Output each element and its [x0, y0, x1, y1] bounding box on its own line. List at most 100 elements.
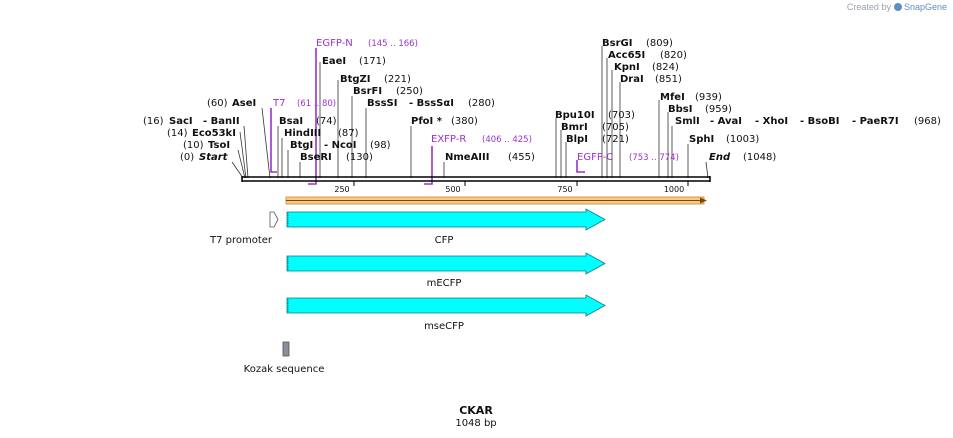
site-eaei: EaeI	[322, 56, 346, 67]
sites-left: (60) AseI (16) SacI - BanII (14) Eco53kI…	[143, 98, 256, 163]
ruler-tick-500: 500	[445, 185, 460, 194]
credit-prefix: Created by	[846, 2, 891, 12]
site-bsai: BsaI	[279, 116, 303, 127]
site-pos: (705)	[602, 122, 629, 133]
site-smli: SmlI	[675, 116, 700, 127]
leader-end	[705, 161, 709, 179]
primer-t7-range: (61 .. 80)	[297, 99, 336, 109]
site-sphi: SphI	[689, 134, 714, 145]
feature-arrows: CFP mECFP mseCFP	[286, 208, 606, 332]
site-pos: (809)	[646, 38, 673, 49]
site-pos: (130)	[346, 152, 373, 163]
site-pos: (60)	[207, 98, 228, 109]
site-bseri: BseRI	[300, 152, 332, 163]
site-banii: - BanII	[203, 116, 240, 127]
snapgene-logo-icon	[893, 3, 902, 11]
site-bsrgi: BsrGI	[602, 38, 632, 49]
site-tsoi: TsoI	[208, 140, 230, 151]
site-btgi: BtgI	[290, 140, 313, 151]
site-pos: (824)	[652, 62, 679, 73]
sequence-length: 1048 bp	[455, 418, 496, 429]
dna-backbone	[241, 176, 711, 186]
site-pos: (10)	[183, 140, 204, 151]
ruler-tick-1000: 1000	[664, 185, 684, 194]
site-pos: (380)	[451, 116, 478, 127]
site-pos: (16)	[143, 116, 164, 127]
primer-t7-label: T7	[272, 98, 285, 109]
site-pos: (87)	[338, 128, 359, 139]
site-paer7i: - PaeR7I	[852, 116, 899, 127]
kozak-feature: Kozak sequence	[244, 341, 325, 375]
orf-bar	[285, 196, 707, 205]
site-pos: (221)	[384, 74, 411, 85]
leader-eco53ki	[239, 131, 247, 179]
site-bsssi: BssSI	[367, 98, 397, 109]
site-asei: AseI	[232, 98, 256, 109]
leader-start	[231, 161, 244, 179]
ruler-tick-250: 250	[334, 185, 349, 194]
leader-tsoi	[237, 149, 246, 179]
credit-brand: SnapGene	[903, 2, 947, 12]
primer-egfpc-mark	[576, 160, 585, 173]
site-pos: (959)	[705, 104, 732, 115]
leader-saci	[243, 125, 249, 179]
sites-right: BsrGI (809) Acc65I (820) KpnI (824) DraI…	[555, 38, 941, 163]
primer-egfpc-label: EGFP-C	[577, 152, 613, 163]
primer-exfpr-label: EXFP-R	[431, 134, 466, 145]
snapgene-credit: Created by SnapGene	[847, 2, 947, 12]
site-avai: - AvaI	[710, 116, 742, 127]
primer-exfpr-mark	[424, 146, 433, 185]
ruler-ticks: 250 500 750 1000	[334, 185, 684, 194]
site-pos: (703)	[608, 110, 635, 121]
site-pos: (250)	[396, 86, 423, 97]
site-pos: (820)	[660, 50, 687, 61]
site-bsobi: - BsoBI	[800, 116, 839, 127]
site-pos: (1003)	[726, 134, 759, 145]
site-blpi: BlpI	[566, 134, 588, 145]
site-pos: (939)	[695, 92, 722, 103]
site-pos: (74)	[316, 116, 337, 127]
site-ncoi: - NcoI	[324, 140, 357, 151]
msecfp-label: mseCFP	[424, 321, 464, 332]
msecfp-arrow	[286, 294, 606, 317]
primer-egfpn-range: (145 .. 166)	[368, 39, 418, 49]
site-pos: (851)	[655, 74, 682, 85]
site-bbsi: BbsI	[668, 104, 692, 115]
site-pos: (280)	[468, 98, 495, 109]
site-bmri: BmrI	[561, 122, 588, 133]
ruler-tick-750: 750	[557, 185, 572, 194]
site-pos: (98)	[370, 140, 391, 151]
site-drai: DraI	[620, 74, 644, 85]
cfp-label: CFP	[435, 235, 454, 246]
mecfp-arrow	[286, 252, 606, 275]
site-end: End	[709, 152, 731, 163]
site-acc65i: Acc65I	[608, 50, 645, 61]
site-saci: SacI	[169, 116, 193, 127]
primer-egfpn-mark	[308, 48, 317, 185]
site-kpni: KpnI	[614, 62, 640, 73]
site-pos: (0)	[180, 152, 194, 163]
cfp-arrow	[286, 208, 606, 231]
sites-mid: EaeI (171) BtgZI (221) BsrFI (250) BssSI…	[279, 56, 535, 163]
site-mfei: MfeI	[660, 92, 685, 103]
primer-egfpn-label: EGFP-N	[316, 38, 353, 49]
t7-promoter-feature: T7 promoter	[209, 211, 279, 246]
leader-lines	[231, 46, 709, 179]
primer-marks	[270, 48, 585, 185]
site-bsssai: - BssSαI	[409, 98, 454, 109]
site-start: Start	[199, 152, 229, 163]
site-xhoi: - XhoI	[755, 116, 788, 127]
primer-t7-mark	[270, 108, 277, 173]
sequence-name: CKAR	[459, 404, 493, 417]
site-eco53ki: Eco53kI	[192, 128, 236, 139]
mecfp-label: mECFP	[427, 278, 462, 289]
site-hindiii: HindIII	[284, 128, 321, 139]
kozak-label: Kozak sequence	[244, 364, 325, 375]
primer-egfpc-range: (753 .. 774)	[629, 153, 679, 163]
site-btgzi: BtgZI	[340, 74, 371, 85]
site-pos: (455)	[508, 152, 535, 163]
site-pos: (171)	[359, 56, 386, 67]
t7-promoter-label: T7 promoter	[209, 235, 273, 246]
site-pos: (14)	[167, 128, 188, 139]
